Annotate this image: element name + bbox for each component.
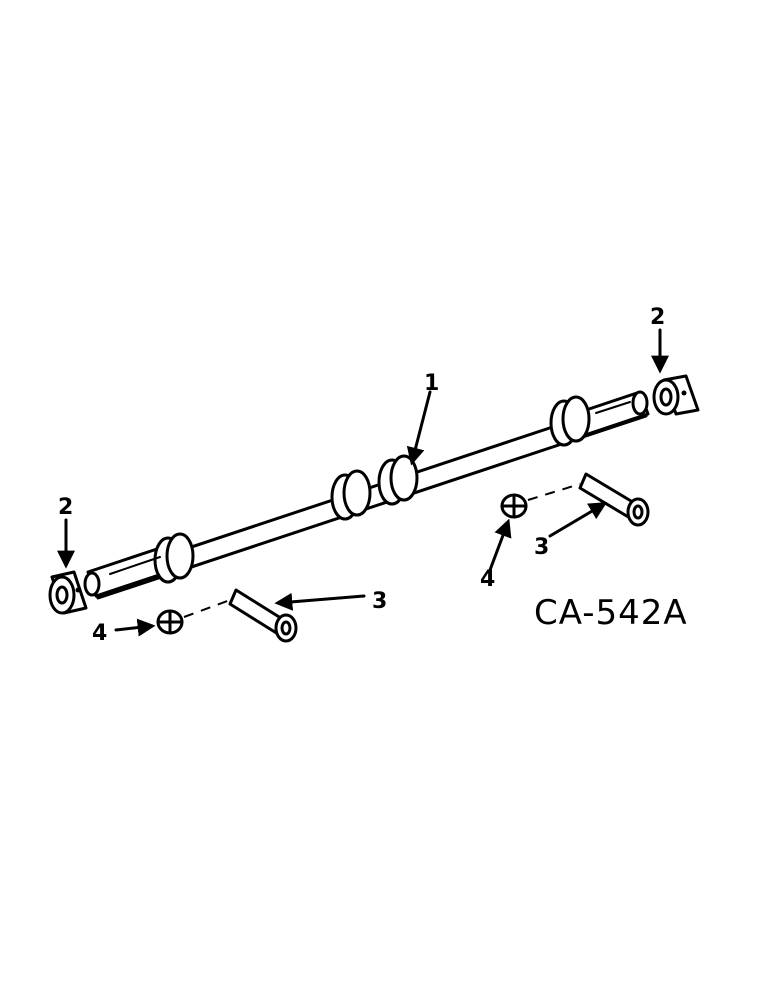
shaft: [83, 390, 650, 600]
callout-2-right: 2: [650, 305, 665, 330]
callout-1: 1: [424, 371, 439, 396]
leader-arrow-3-right: [548, 502, 608, 538]
callout-2-left: 2: [58, 495, 73, 520]
pin-right: [578, 472, 650, 527]
flange-3: [377, 454, 419, 506]
cotter-pin-left: [156, 609, 184, 635]
flange-2: [330, 469, 372, 521]
cotter-pin-right: [500, 493, 528, 519]
callout-4-left: 4: [92, 621, 107, 646]
callout-3-right: 3: [534, 535, 549, 560]
flange-4: [549, 395, 591, 447]
leader-arrow-4-right: [488, 518, 512, 572]
flange-1: [153, 532, 195, 584]
alignment-line-right: [527, 483, 581, 501]
alignment-line-left: [183, 599, 231, 618]
leader-arrow-4-left: [114, 618, 156, 637]
leader-arrow-3-left: [274, 592, 366, 611]
pin-left: [228, 588, 298, 643]
collar-left: [48, 570, 88, 615]
leader-arrow-1: [406, 390, 432, 466]
collar-right: [652, 374, 700, 416]
figure-id: CA-542A: [534, 593, 688, 633]
callout-3-left: 3: [372, 589, 387, 614]
callout-4-right: 4: [480, 567, 495, 592]
